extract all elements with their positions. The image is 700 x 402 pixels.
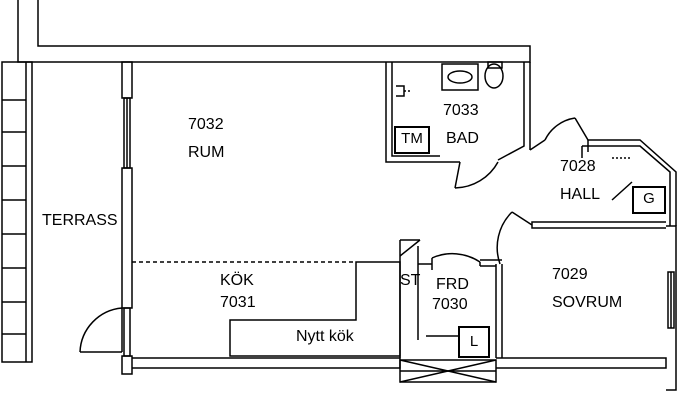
st-label: ST <box>400 272 421 289</box>
closet-walls <box>399 239 503 358</box>
closet-door <box>431 252 481 266</box>
tm-box: TM <box>394 126 430 154</box>
l-box: L <box>458 326 490 358</box>
frd-name: FRD <box>436 276 469 293</box>
terrass-name: TERRASS <box>42 212 118 229</box>
hall-name: HALL <box>560 186 601 203</box>
hall-number: 7028 <box>560 158 596 175</box>
terrace-wall <box>121 61 133 375</box>
bathroom-walls <box>385 62 531 163</box>
outer-wall-top <box>17 0 531 63</box>
bad-name: BAD <box>446 130 479 147</box>
storage-door <box>399 239 421 257</box>
kok-number: 7031 <box>220 294 256 311</box>
bathroom-door <box>454 161 499 189</box>
bedroom-door <box>496 211 533 265</box>
sovrum-name: SOVRUM <box>552 294 623 311</box>
new-kitchen-counter <box>229 261 401 357</box>
kok-name: KÖK <box>220 272 254 289</box>
new-kitchen-label: Nytt kök <box>296 328 354 345</box>
bad-number: 7033 <box>443 102 479 119</box>
hall-diagonal <box>611 181 633 201</box>
rum-number: 7032 <box>188 116 224 133</box>
outer-wall-right <box>666 225 677 391</box>
rum-name: RUM <box>188 144 225 161</box>
outer-wall-bottom <box>132 357 667 383</box>
g-box: G <box>632 186 666 214</box>
terrace-railing <box>1 61 33 363</box>
terrace-door <box>79 307 123 353</box>
hall-walls <box>529 117 677 226</box>
bathroom-fixtures <box>396 61 504 97</box>
sovrum-number: 7029 <box>552 266 588 283</box>
bedroom-wall <box>531 221 666 229</box>
frd-number: 7030 <box>432 296 468 313</box>
